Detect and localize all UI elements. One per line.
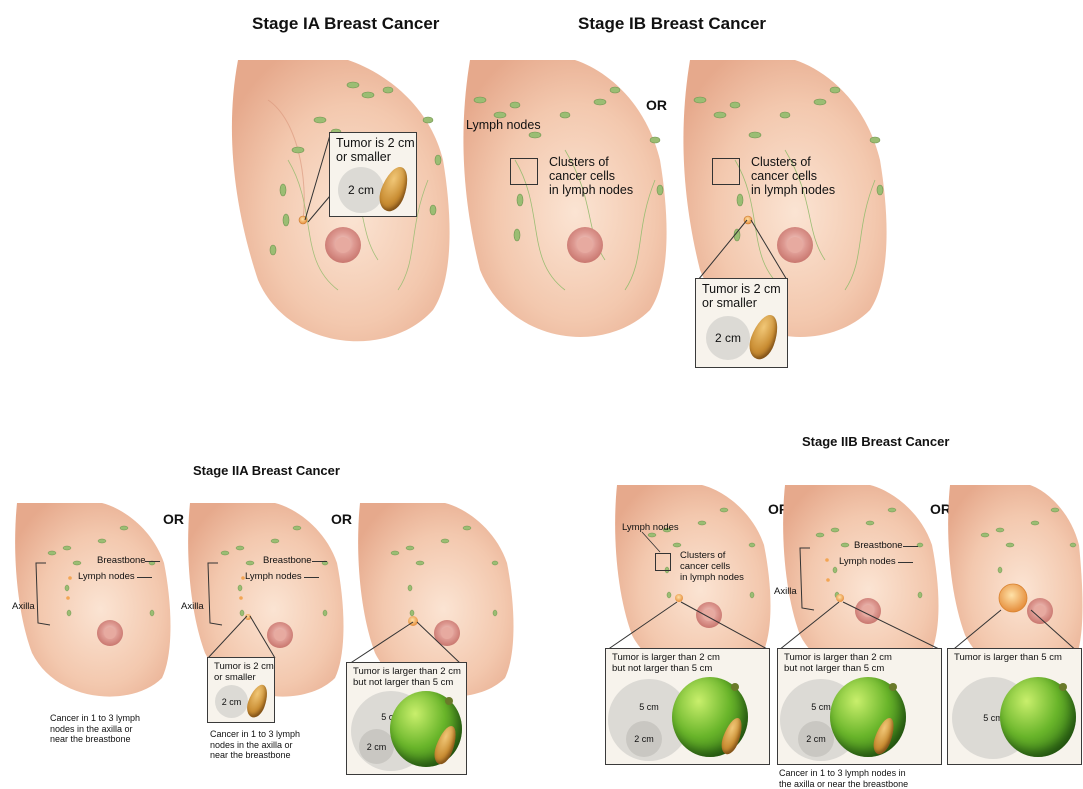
ib-size-circle: 2 cm	[706, 316, 750, 360]
iib1-5cm-label: 5 cm	[639, 702, 659, 712]
iib2-5cm-label: 5 cm	[811, 702, 831, 712]
ib-tumor-label: Tumor is 2 cm or smaller	[702, 282, 781, 310]
iia-or-label-1: OR	[163, 511, 184, 527]
iib1-clusters-label: Clusters of cancer cells in lymph nodes	[680, 550, 744, 583]
ia-size-label: 2 cm	[348, 183, 374, 197]
stage-ib-title: Stage IB Breast Cancer	[578, 14, 766, 34]
iia2-breastbone-leader	[312, 561, 327, 562]
iia2-callout-line	[205, 612, 280, 662]
stage-iia-title: Stage IIA Breast Cancer	[193, 463, 340, 478]
iia-tumor-box-small: Tumor is 2 cm or smaller 2 cm	[207, 657, 275, 723]
iia1-breastbone-label: Breastbone	[97, 555, 146, 566]
iia2-caption: Cancer in 1 to 3 lymph nodes in the axil…	[210, 729, 300, 761]
iia-tumor-label-large: Tumor is larger than 2 cm but not larger…	[353, 666, 461, 688]
iia2-breastbone-label: Breastbone	[263, 555, 312, 566]
stage-iib-title: Stage IIB Breast Cancer	[802, 434, 949, 449]
ia-size-circle: 2 cm	[338, 167, 384, 213]
ib-peanut-icon	[745, 311, 783, 362]
iib1-2cm-circle: 2 cm	[626, 721, 662, 757]
iia1-lymph-label: Lymph nodes	[78, 571, 135, 582]
iib2-callout-line	[775, 600, 945, 655]
ia-peanut-icon	[375, 163, 413, 214]
ib-size-label: 2 cm	[715, 331, 741, 345]
ia-tumor-label: Tumor is 2 cm or smaller	[336, 136, 415, 164]
iia1-axilla-bracket	[18, 555, 78, 635]
iib2-2cm-circle: 2 cm	[798, 721, 834, 757]
iia1-breastbone-leader	[145, 561, 160, 562]
iib2-lymph-label: Lymph nodes	[839, 556, 896, 567]
iia-2cm-label: 2 cm	[367, 742, 387, 752]
iib1-tumor-label: Tumor is larger than 2 cm but not larger…	[612, 652, 720, 674]
ib2-clusters-label: Clusters of cancer cells in lymph nodes	[751, 155, 835, 197]
iia-or-label-2: OR	[331, 511, 352, 527]
ib2-callout-line	[695, 215, 795, 285]
iib3-lime-icon	[1000, 677, 1076, 757]
ia-tumor-box: Tumor is 2 cm or smaller 2 cm	[329, 132, 417, 217]
iib2-axilla-label: Axilla	[774, 586, 797, 597]
iia-tumor-label-small: Tumor is 2 cm or smaller	[214, 661, 274, 683]
iia-peanut-icon-small	[244, 682, 272, 720]
iia2-lymph-label: Lymph nodes	[245, 571, 302, 582]
iib2-tumor-label: Tumor is larger than 2 cm but not larger…	[784, 652, 892, 674]
ib1-lymph-nodes-label: Lymph nodes	[466, 118, 541, 132]
iib2-caption: Cancer in 1 to 3 lymph nodes in the axil…	[779, 768, 908, 789]
ib1-clusters-label: Clusters of cancer cells in lymph nodes	[549, 155, 633, 197]
iia1-caption: Cancer in 1 to 3 lymph nodes in the axil…	[50, 713, 140, 745]
iib3-tumor-label: Tumor is larger than 5 cm	[954, 652, 1062, 663]
iib2-lime-icon	[830, 677, 906, 757]
iib2-breastbone-label: Breastbone	[854, 540, 903, 551]
iib1-callout-line	[603, 600, 773, 655]
iia1-lymph-leader	[137, 577, 152, 578]
iib3-tumor-box: Tumor is larger than 5 cm 5 cm	[947, 648, 1082, 765]
iia2-axilla-label: Axilla	[181, 601, 204, 612]
ib1-node-highlight	[510, 158, 538, 185]
iia-2cm-circle: 2 cm	[359, 729, 394, 764]
iia2-lymph-leader	[304, 577, 319, 578]
ib-tumor-box: Tumor is 2 cm or smaller 2 cm	[695, 278, 788, 368]
stage-ia-title: Stage IA Breast Cancer	[252, 14, 439, 34]
stage-ib-breast-illustration-1	[455, 60, 670, 360]
iia3-callout-line	[345, 618, 465, 668]
ib-or-label: OR	[646, 97, 667, 113]
iib2-lymph-leader	[898, 562, 913, 563]
iib2-2cm-label: 2 cm	[806, 734, 826, 744]
ib2-node-highlight	[712, 158, 740, 185]
iia-tumor-box-large: Tumor is larger than 2 cm but not larger…	[346, 662, 467, 775]
iia-size-circle-small: 2 cm	[215, 685, 248, 718]
iia-size-label-small: 2 cm	[222, 697, 242, 707]
iia1-axilla-label: Axilla	[12, 601, 35, 612]
iib2-tumor-box: Tumor is larger than 2 cm but not larger…	[777, 648, 942, 765]
iib1-node-highlight	[655, 553, 671, 571]
iib1-2cm-label: 2 cm	[634, 734, 654, 744]
iib1-tumor-box: Tumor is larger than 2 cm but not larger…	[605, 648, 770, 765]
iib2-breastbone-leader	[903, 546, 918, 547]
